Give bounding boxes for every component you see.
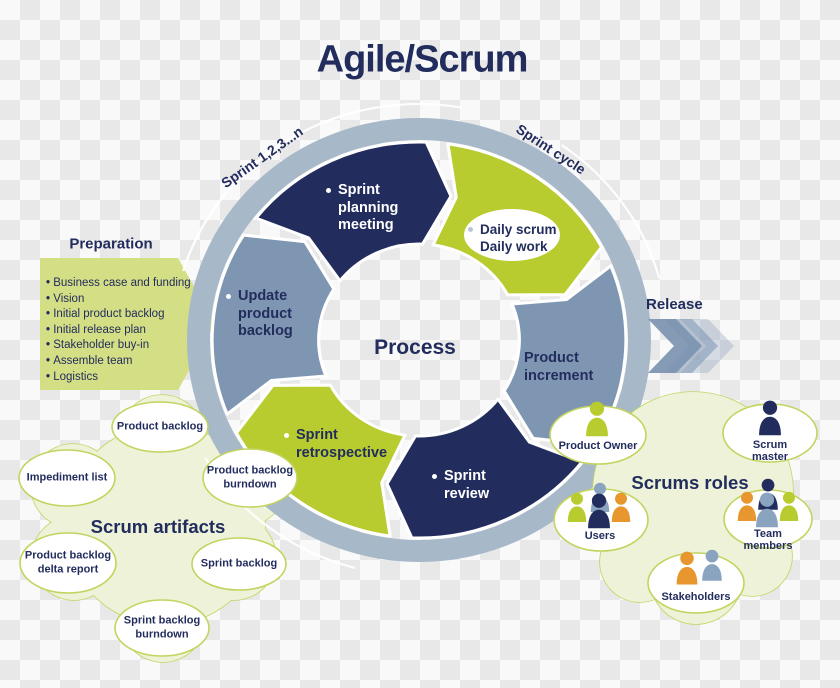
bubble-product-backlog	[111, 401, 209, 453]
role-stakeholders: Stakeholders	[661, 591, 731, 603]
bubble-product-backlog-delta-report	[19, 532, 117, 594]
preparation-item: Initial product backlog	[46, 307, 206, 323]
bullet-dot	[284, 433, 289, 438]
artifact-sprint-backlog: Sprint backlog	[200, 557, 278, 570]
swoosh-top-left	[182, 102, 463, 272]
release-label: Release	[646, 296, 703, 313]
preparation-title: Preparation	[69, 235, 153, 253]
role-team-members: Team members	[743, 528, 793, 552]
bullet-dot	[512, 356, 517, 361]
process-label: Process	[374, 336, 456, 359]
role-product-owner: Product Owner	[558, 440, 638, 452]
preparation-item: Initial release plan	[46, 323, 206, 339]
bubble-sprint-backlog-burndown	[114, 599, 210, 657]
page-title: Agile/Scrum	[316, 38, 529, 81]
segment-sprint-review-shape	[385, 397, 584, 540]
preparation-item: Vision	[46, 292, 206, 308]
preparation-item: Logistics	[46, 370, 206, 386]
bullet-dot	[432, 474, 437, 479]
segment-update-backlog-shape	[210, 233, 336, 416]
role-users: Users	[584, 530, 616, 542]
role-scrum-master: Scrum master	[751, 439, 789, 463]
scrum-artifacts-title: Scrum artifacts	[90, 516, 226, 537]
daily-scrum-bubble	[464, 209, 560, 261]
preparation-item: Business case and funding	[46, 276, 206, 292]
preparation-list: Business case and funding Vision Initial…	[46, 276, 206, 385]
segment-sprint-planning-shape	[254, 140, 453, 283]
preparation-item: Stakeholder buy-in	[46, 338, 206, 354]
bullet-dot	[468, 227, 473, 232]
segment-sprint-retrospective-shape	[234, 383, 407, 538]
swoosh-top-right	[560, 144, 661, 279]
bullet-dot	[326, 188, 331, 193]
scrum-roles-title: Scrums roles	[631, 472, 749, 493]
release-arrow	[648, 319, 734, 373]
bubble-sprint-backlog	[191, 537, 287, 591]
artifact-impediment-list: Impediment list	[26, 471, 108, 484]
artifact-product-backlog: Product backlog	[116, 420, 204, 433]
bubble-impediment-list	[18, 449, 116, 507]
bubble-product-backlog-burndown	[202, 448, 298, 508]
bullet-dot	[226, 294, 231, 299]
preparation-item: Assemble team	[46, 354, 206, 370]
